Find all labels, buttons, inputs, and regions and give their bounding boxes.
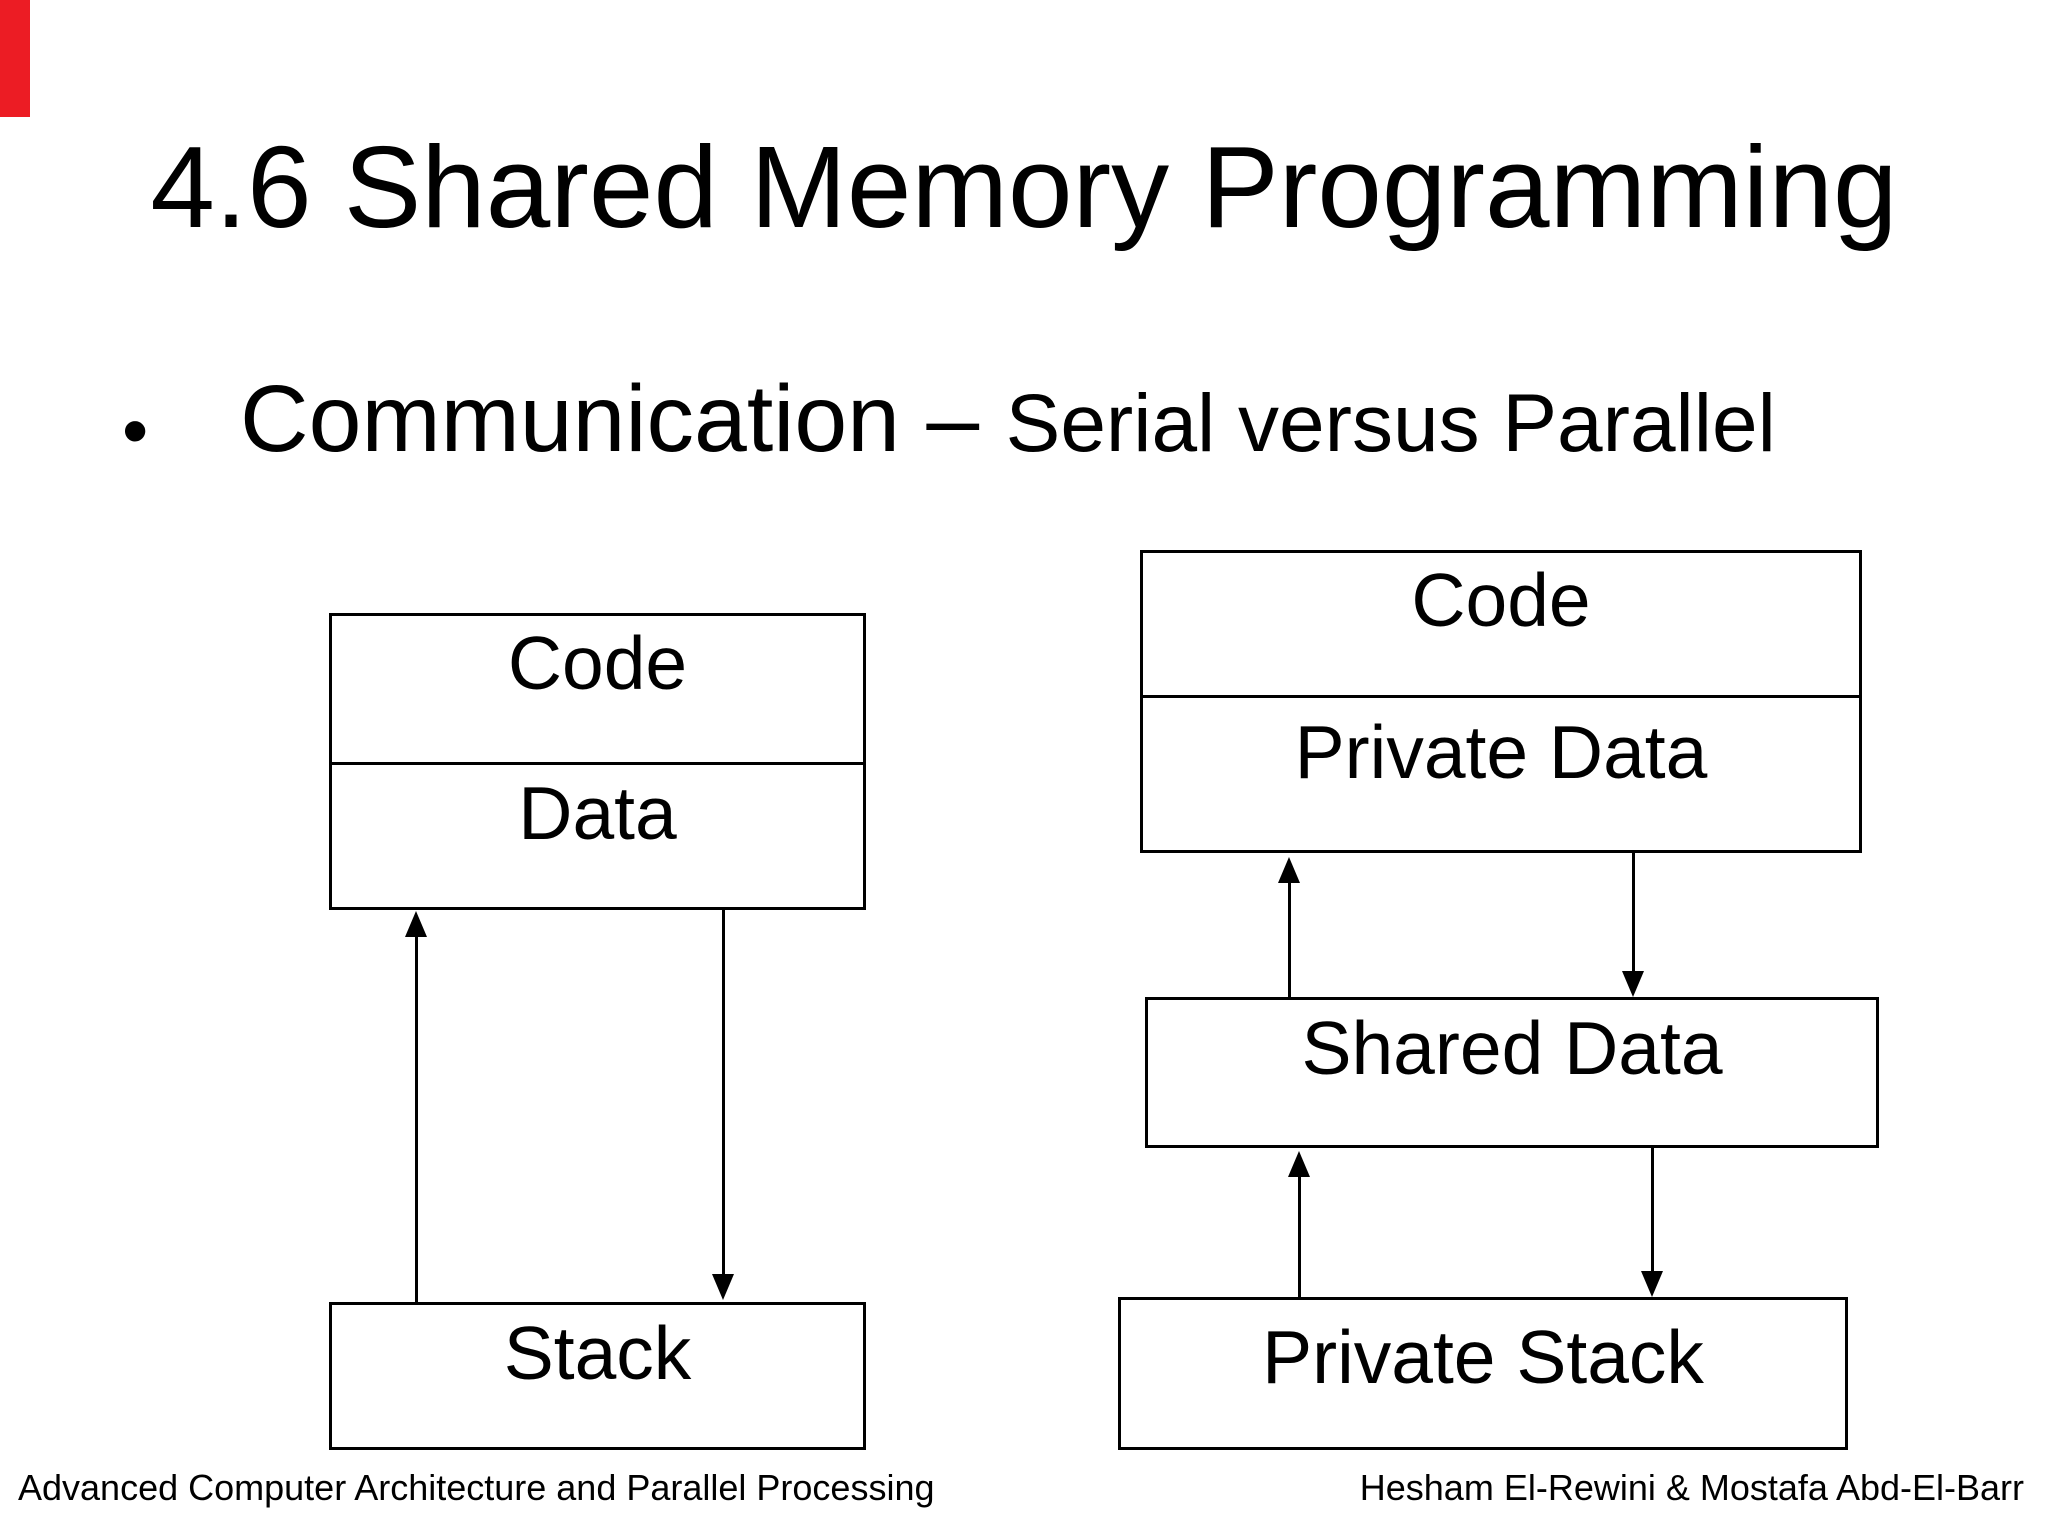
serial-data-cell: Data bbox=[332, 765, 863, 858]
slide-title: 4.6 Shared Memory Programming bbox=[150, 122, 1898, 252]
parallel-upper-up-arrow-head bbox=[1278, 857, 1300, 883]
parallel-lower-up-arrow-line bbox=[1298, 1177, 1301, 1297]
parallel-private-stack-cell: Private Stack bbox=[1121, 1300, 1845, 1402]
serial-up-arrow-head bbox=[405, 911, 427, 937]
parallel-upper-down-arrow-head bbox=[1622, 971, 1644, 997]
parallel-private-data-cell: Private Data bbox=[1143, 698, 1859, 797]
serial-stack-label: Stack bbox=[503, 1311, 692, 1395]
serial-stack-cell: Stack bbox=[332, 1305, 863, 1398]
bullet-text-primary: Communication – bbox=[240, 366, 1006, 472]
parallel-lower-down-arrow-head bbox=[1641, 1271, 1663, 1297]
parallel-upper-up-arrow-line bbox=[1288, 883, 1291, 997]
serial-data-label: Data bbox=[518, 771, 677, 855]
serial-code-cell: Code bbox=[332, 616, 863, 765]
parallel-private-data-label: Private Data bbox=[1294, 710, 1708, 794]
parallel-upper-down-arrow-line bbox=[1632, 853, 1635, 971]
parallel-lower-up-arrow-head bbox=[1288, 1151, 1310, 1177]
serial-down-arrow-line bbox=[722, 910, 725, 1274]
parallel-shared-data-box: Shared Data bbox=[1145, 997, 1879, 1148]
parallel-shared-data-label: Shared Data bbox=[1301, 1006, 1723, 1090]
footer-authors: Hesham El-Rewini & Mostafa Abd-El-Barr bbox=[1359, 1467, 2024, 1508]
parallel-private-stack-label: Private Stack bbox=[1262, 1315, 1704, 1399]
parallel-code-label: Code bbox=[1411, 558, 1591, 642]
serial-down-arrow-head bbox=[712, 1274, 734, 1300]
serial-up-arrow-line bbox=[415, 937, 418, 1302]
parallel-memory-box: Code Private Data bbox=[1140, 550, 1862, 853]
serial-code-label: Code bbox=[507, 621, 688, 705]
red-marker-strip bbox=[0, 0, 30, 117]
bullet-item: Communication – Serial versus Parallel bbox=[240, 362, 1776, 476]
parallel-shared-data-cell: Shared Data bbox=[1148, 1000, 1876, 1093]
serial-memory-box: Code Data bbox=[329, 613, 866, 910]
parallel-private-stack-box: Private Stack bbox=[1118, 1297, 1848, 1450]
footer-course-title: Advanced Computer Architecture and Paral… bbox=[18, 1467, 935, 1508]
parallel-code-cell: Code bbox=[1143, 553, 1859, 698]
bullet-text-secondary: Serial versus Parallel bbox=[1005, 378, 1776, 469]
serial-stack-box: Stack bbox=[329, 1302, 866, 1450]
bullet-marker: • bbox=[122, 388, 149, 472]
parallel-lower-down-arrow-line bbox=[1651, 1148, 1654, 1271]
